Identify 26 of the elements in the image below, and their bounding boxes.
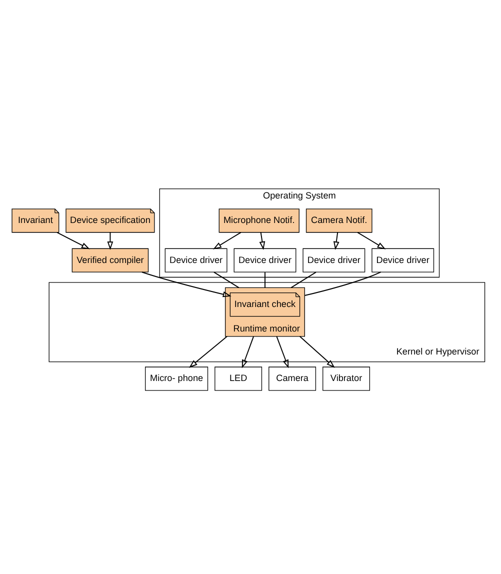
- arrow: [276, 336, 288, 368]
- arrow: [332, 232, 339, 250]
- arrow: [106, 232, 113, 250]
- node-box: Device driver: [164, 248, 227, 272]
- node-box: Verified compiler: [71, 248, 148, 272]
- connector: [290, 272, 316, 288]
- node-box: Camera: [268, 366, 316, 391]
- node-box: Camera Notif.: [305, 208, 372, 233]
- node-box: Microphone Notif.: [218, 208, 299, 233]
- node-box: Vibrator: [322, 366, 370, 391]
- connector: [213, 272, 239, 288]
- node-box: Device driver: [371, 248, 434, 272]
- arrow: [188, 336, 228, 368]
- arrow: [241, 336, 254, 368]
- connector: [304, 272, 381, 296]
- node-box: Device driver: [302, 248, 365, 272]
- node-box: LED: [214, 366, 262, 391]
- connector: [264, 272, 265, 288]
- arrow: [356, 232, 386, 250]
- arrow: [140, 272, 231, 298]
- node-box: Micro- phone: [144, 366, 208, 391]
- node-box: Device driver: [233, 248, 296, 272]
- arrow: [298, 336, 334, 368]
- arrow: [258, 232, 265, 250]
- arrow: [212, 232, 241, 250]
- arrow: [56, 232, 90, 250]
